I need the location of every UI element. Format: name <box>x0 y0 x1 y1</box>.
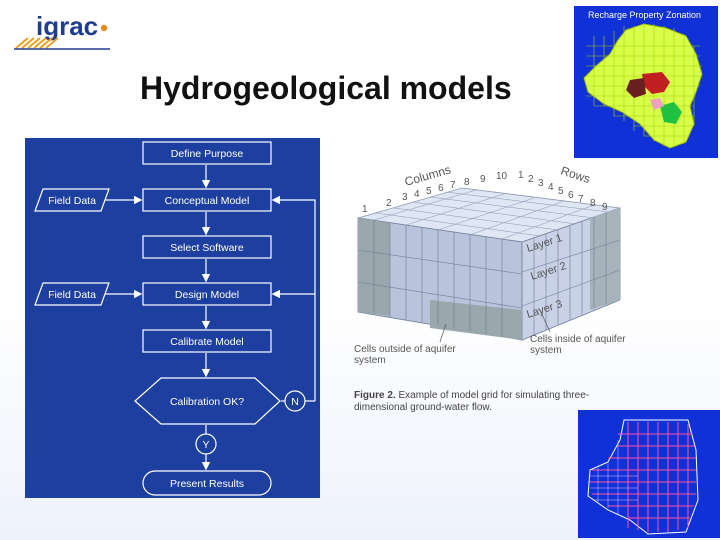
model-grid-map <box>578 410 720 538</box>
column-number-1: 1 <box>362 204 368 215</box>
row-number-8: 8 <box>590 198 596 209</box>
figure-caption-number: Figure 2. <box>354 390 396 401</box>
row-number-4: 4 <box>548 182 554 193</box>
no-label: N <box>291 396 299 408</box>
figure-caption: Figure 2. Example of model grid for simu… <box>354 390 632 414</box>
column-number-6: 6 <box>438 183 444 194</box>
step-conceptual-model-box <box>142 188 272 212</box>
column-number-7: 7 <box>450 180 456 191</box>
model-grid-figure: 1 2 3 4 5 6 7 8 9 10 Columns 1 2 3 4 5 6… <box>354 162 632 414</box>
recharge-zone-red <box>642 72 670 94</box>
columns-label: Columns <box>403 162 452 189</box>
row-number-5: 5 <box>558 186 564 197</box>
step-define-purpose-box <box>142 141 272 165</box>
field-data-input-2: Field Data <box>48 289 96 301</box>
step-select-software: Select Software <box>170 242 244 254</box>
row-number-9: 9 <box>602 202 608 213</box>
outside-cells-bottom <box>430 300 522 340</box>
slide-title: Hydrogeological models <box>140 70 512 106</box>
column-number-9: 9 <box>480 174 486 185</box>
column-number-8: 8 <box>464 177 470 188</box>
field-data-input-1-box <box>34 188 110 212</box>
step-design-model-box <box>142 282 272 306</box>
step-present-results: Present Results <box>170 478 244 490</box>
decision-calibration-ok: Calibration OK? <box>170 396 244 408</box>
column-number-10: 10 <box>496 171 508 182</box>
igrac-logo: igrac <box>14 11 110 50</box>
modeling-flowchart: Define Purpose Conceptual Model Select S… <box>25 138 320 498</box>
logo-dot <box>100 24 108 32</box>
column-number-3: 3 <box>402 192 408 203</box>
grid-map-fine-lines <box>590 440 638 514</box>
recharge-zone-dark <box>626 78 646 98</box>
recharge-zonation-map: Recharge Property Zonation <box>574 6 718 158</box>
recharge-zone-pink <box>650 98 664 110</box>
decision-calibration-box <box>134 377 281 425</box>
recharge-map-label: Recharge Property Zonation <box>588 10 701 20</box>
yes-label: Y <box>202 439 209 451</box>
step-conceptual-model: Conceptual Model <box>165 195 250 207</box>
flowchart-background <box>25 138 320 498</box>
row-number-2: 2 <box>528 174 534 185</box>
step-design-model: Design Model <box>175 289 239 301</box>
outside-cells-label: Cells outside of aquifer system <box>354 344 456 366</box>
row-number-7: 7 <box>578 194 584 205</box>
step-define-purpose: Define Purpose <box>171 148 244 160</box>
recharge-grid <box>586 24 702 146</box>
logo-text: igrac <box>36 11 98 41</box>
field-data-input-2-box <box>34 282 110 306</box>
step-calibrate-model-box <box>142 329 272 353</box>
column-number-4: 4 <box>414 189 420 200</box>
column-number-2: 2 <box>386 198 392 209</box>
row-number-6: 6 <box>568 190 574 201</box>
step-present-results-box <box>142 470 272 496</box>
field-data-input-1: Field Data <box>48 195 96 207</box>
logo-stripes <box>15 37 59 49</box>
inside-cells-label: Cells inside of aquifer system <box>530 334 626 356</box>
column-number-5: 5 <box>426 186 432 197</box>
arrow-feedback-conceptual <box>271 195 316 401</box>
row-number-1: 1 <box>518 170 524 181</box>
row-number-3: 3 <box>538 178 544 189</box>
step-select-software-box <box>142 235 272 259</box>
recharge-zone-green <box>660 102 682 124</box>
rows-label: Rows <box>559 164 592 187</box>
step-calibrate-model: Calibrate Model <box>170 336 244 348</box>
figure-caption-text: Example of model grid for simulating thr… <box>354 390 590 413</box>
outside-cells-right <box>590 208 620 310</box>
